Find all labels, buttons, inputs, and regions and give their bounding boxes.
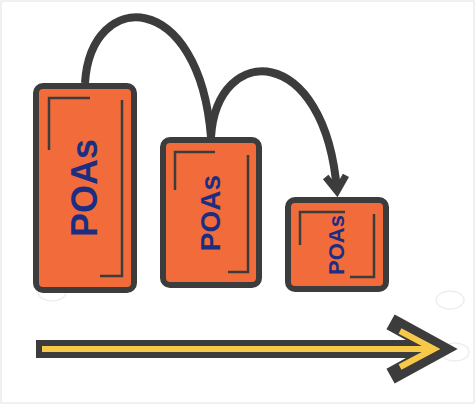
timeline-arrow bbox=[36, 326, 440, 372]
arrow-head bbox=[326, 175, 346, 191]
hop-arc bbox=[85, 17, 211, 137]
hop-arc-line bbox=[85, 17, 211, 137]
poa-box: POAs bbox=[33, 83, 137, 293]
hop-arc-line bbox=[211, 71, 337, 191]
poa-box: POAs bbox=[285, 197, 389, 292]
hop-arc bbox=[211, 71, 346, 191]
box-label: POAs bbox=[197, 174, 225, 250]
poa-box: POAs bbox=[160, 137, 262, 288]
box-label: POAs bbox=[67, 139, 103, 237]
box-label: POAs bbox=[326, 215, 348, 275]
